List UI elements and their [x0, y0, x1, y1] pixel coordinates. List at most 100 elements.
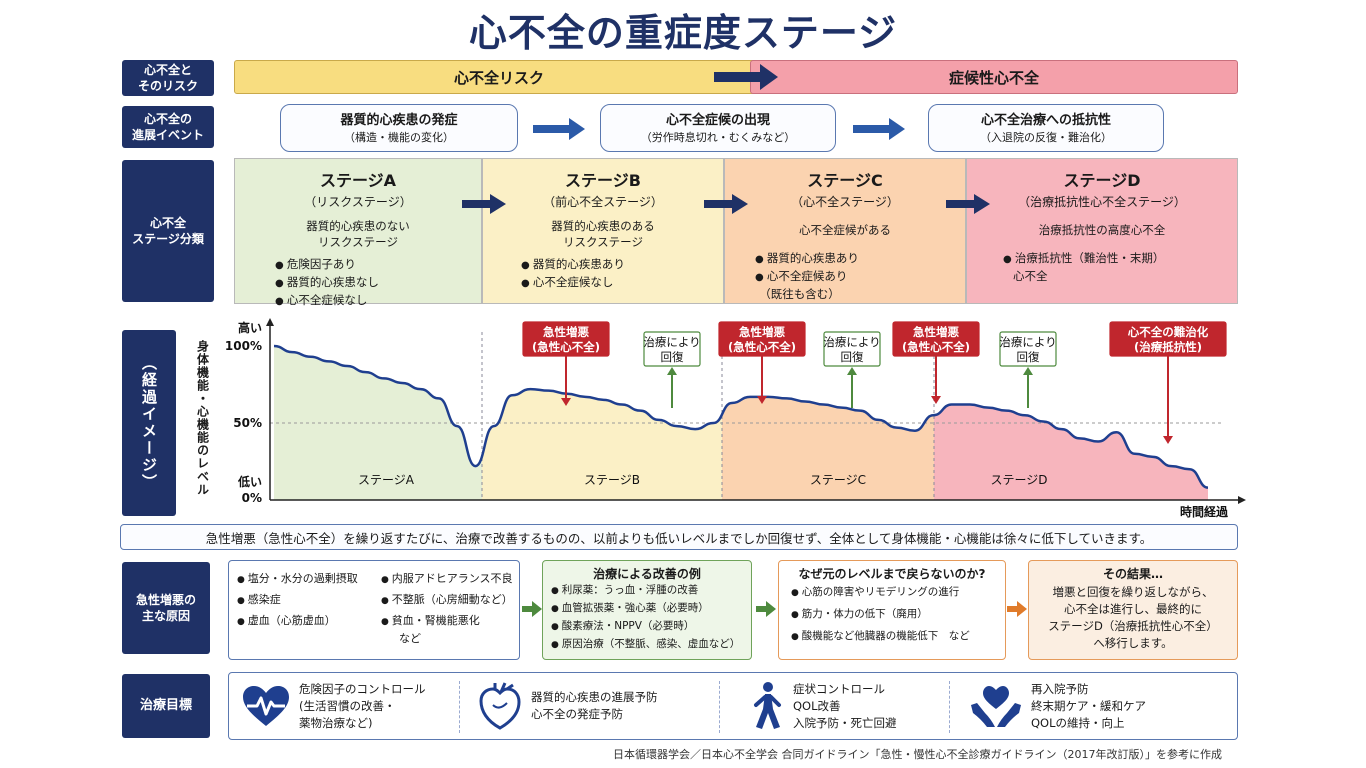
callout-box	[999, 331, 1057, 367]
symptom-bar-label: 症候性心不全	[948, 68, 1039, 87]
stage-sub: （前心不全ステージ）	[543, 195, 663, 209]
up-arrow-icon	[847, 367, 857, 375]
why-item: 酸機能など他臓器の機能低下 など	[791, 626, 1005, 648]
row-label-chart: （経過イメージ）	[122, 330, 176, 516]
goal-divider	[459, 681, 460, 733]
stage-region-label: ステージC	[810, 473, 866, 487]
stage-item: （既往も含む）	[765, 287, 840, 301]
goal-text: 危険因子のコントロール (生活習慣の改善・ 薬物治療など)	[299, 681, 426, 730]
down-arrow-icon	[757, 396, 767, 404]
row-label-events: 心不全の 進展イベント	[122, 106, 214, 148]
result-title: その結果…	[1102, 567, 1163, 581]
stage-sub: （心不全ステージ）	[791, 195, 899, 209]
callout-label: (急性心不全)	[902, 340, 970, 354]
event-box-symptoms: 心不全症候の出現 （労作時息切れ・むくみなど）	[600, 104, 836, 152]
y-tick-label: 低い	[237, 474, 262, 489]
stage-region-label: ステージB	[584, 473, 640, 487]
exacerbation-callout: 心不全の難治化(治療抵抗性)	[1109, 321, 1227, 444]
stage-name: ステージC	[807, 171, 883, 190]
stage-item: 危険因子あり	[275, 256, 481, 274]
stage-item: 器質的心疾患あり	[521, 256, 723, 274]
summary-text: 急性増悪（急性心不全）を繰り返すたびに、治療で改善するものの、以前よりも低いレベ…	[120, 524, 1238, 550]
symptom-bar: 症候性心不全	[750, 60, 1238, 94]
level-curve	[273, 344, 1209, 489]
stage-arrow-icon	[946, 194, 990, 214]
cause-item: 感染症	[237, 590, 358, 611]
callout-label: 急性増悪	[913, 325, 959, 339]
flow-arrow-icon	[756, 601, 776, 617]
event-box-resistance: 心不全治療への抵抗性 （入退院の反復・難治化）	[928, 104, 1164, 152]
y-axis-arrow-icon	[266, 318, 274, 326]
stage-name: ステージB	[565, 171, 641, 190]
heart-organ-icon	[479, 682, 521, 730]
stage-item: 心不全症候なし	[275, 292, 481, 310]
improvement-item: 酸素療法・NPPV（必要時）	[551, 618, 751, 636]
callout-label: 治療により	[823, 335, 880, 349]
heart-pulse-icon	[243, 686, 289, 726]
y-tick-label: 50%	[233, 416, 262, 430]
callout-label: 急性増悪	[739, 325, 785, 339]
callout-box	[643, 331, 701, 367]
event-arrow-icon	[533, 118, 585, 140]
why-item: 心筋の障害やリモデリングの進行	[791, 582, 1005, 604]
flow-arrow-icon	[1007, 601, 1027, 617]
cause-item: 内服アドヒアランス不良	[381, 569, 513, 590]
cause-item: 塩分・水分の過剰摂取	[237, 569, 358, 590]
risk-transition-arrow-icon	[714, 64, 778, 90]
event-title: 心不全治療への抵抗性	[980, 112, 1111, 128]
cause-item: 不整脈（心房細動など）	[381, 590, 513, 611]
callout-label: 心不全の難治化	[1128, 325, 1209, 339]
y-tick-label: 100%	[225, 339, 262, 353]
stage-item: 心不全	[1013, 269, 1048, 283]
stage-item: 心不全症候あり	[755, 268, 965, 286]
event-sub: （構造・機能の変化）	[344, 130, 454, 144]
goals-panel: 危険因子のコントロール (生活習慣の改善・ 薬物治療など) 器質的心疾患の進展予…	[228, 672, 1238, 740]
stage-arrow-icon	[462, 194, 506, 214]
stage-item: 心不全症候なし	[521, 274, 723, 292]
row-label-causes: 急性増悪の 主な原因	[122, 562, 210, 654]
goal-item-c: 症状コントロール QOL改善 入院予防・死亡回避	[749, 673, 897, 739]
stage-sub: （治療抵抗性心不全ステージ）	[1018, 195, 1186, 209]
y-tick-label: 高い	[238, 320, 262, 335]
risk-bar: 心不全リスク	[234, 60, 764, 94]
stage-desc: 心不全症候がある	[799, 223, 891, 237]
callout-label: (治療抵抗性)	[1134, 340, 1202, 354]
goal-text: 器質的心疾患の進展予防 心不全の発症予防	[531, 690, 658, 721]
stage-arrow-icon	[704, 194, 748, 214]
why-panel: なぜ元のレベルまで戻らないのか? 心筋の障害やリモデリングの進行 筋力・体力の低…	[778, 560, 1006, 660]
goal-text: 再入院予防 終末期ケア・緩和ケア QOLの維持・向上	[1031, 681, 1146, 730]
callout-label: 回復	[661, 350, 684, 364]
hands-heart-icon	[971, 686, 1021, 727]
stage-region-label: ステージA	[358, 473, 415, 487]
cause-item: など	[399, 632, 422, 645]
callout-label: 回復	[1017, 350, 1040, 364]
up-arrow-icon	[667, 367, 677, 375]
y-tick-label: 0%	[242, 491, 262, 505]
chart-ylabel: 身体機能・心機能のレベル	[190, 340, 216, 510]
up-arrow-icon	[1023, 367, 1033, 375]
callout-label: (急性心不全)	[728, 340, 796, 354]
stage-a-box: ステージA （リスクステージ） 器質的心疾患のない リスクステージ 危険因子あり…	[234, 158, 482, 307]
callout-label: 急性増悪	[543, 325, 589, 339]
cause-item: 貧血・腎機能悪化	[381, 611, 513, 632]
stage-item: 治療抵抗性（難治性・末期）	[1003, 250, 1237, 268]
event-box-onset: 器質的心疾患の発症 （構造・機能の変化）	[280, 104, 518, 152]
event-arrow-icon	[853, 118, 905, 140]
footnote: 日本循環器学会／日本心不全学会 合同ガイドライン「急性・慢性心不全診療ガイドライ…	[613, 748, 1222, 761]
stage-desc: 治療抵抗性の高度心不全	[1038, 223, 1166, 237]
stage-desc: 器質的心疾患のある リスクステージ	[551, 219, 655, 249]
goal-text: 症状コントロール QOL改善 入院予防・死亡回避	[793, 681, 897, 730]
result-panel: その結果… 増悪と回復を繰り返しながら、 心不全は進行し、最終的に ステージD（…	[1028, 560, 1238, 660]
callout-label: (急性心不全)	[532, 340, 600, 354]
down-arrow-icon	[1163, 436, 1173, 444]
result-text: 増悪と回復を繰り返しながら、 心不全は進行し、最終的に ステージD（治療抵抗性心…	[1048, 585, 1218, 650]
cause-item: 虚血（心筋虚血）	[237, 611, 358, 632]
event-title: 器質的心疾患の発症	[340, 112, 458, 128]
goal-item-b: 器質的心疾患の進展予防 心不全の発症予防	[477, 673, 658, 739]
event-title: 心不全症候の出現	[665, 112, 770, 128]
walking-person-icon	[754, 682, 781, 729]
callout-label: 治療により	[999, 335, 1056, 349]
